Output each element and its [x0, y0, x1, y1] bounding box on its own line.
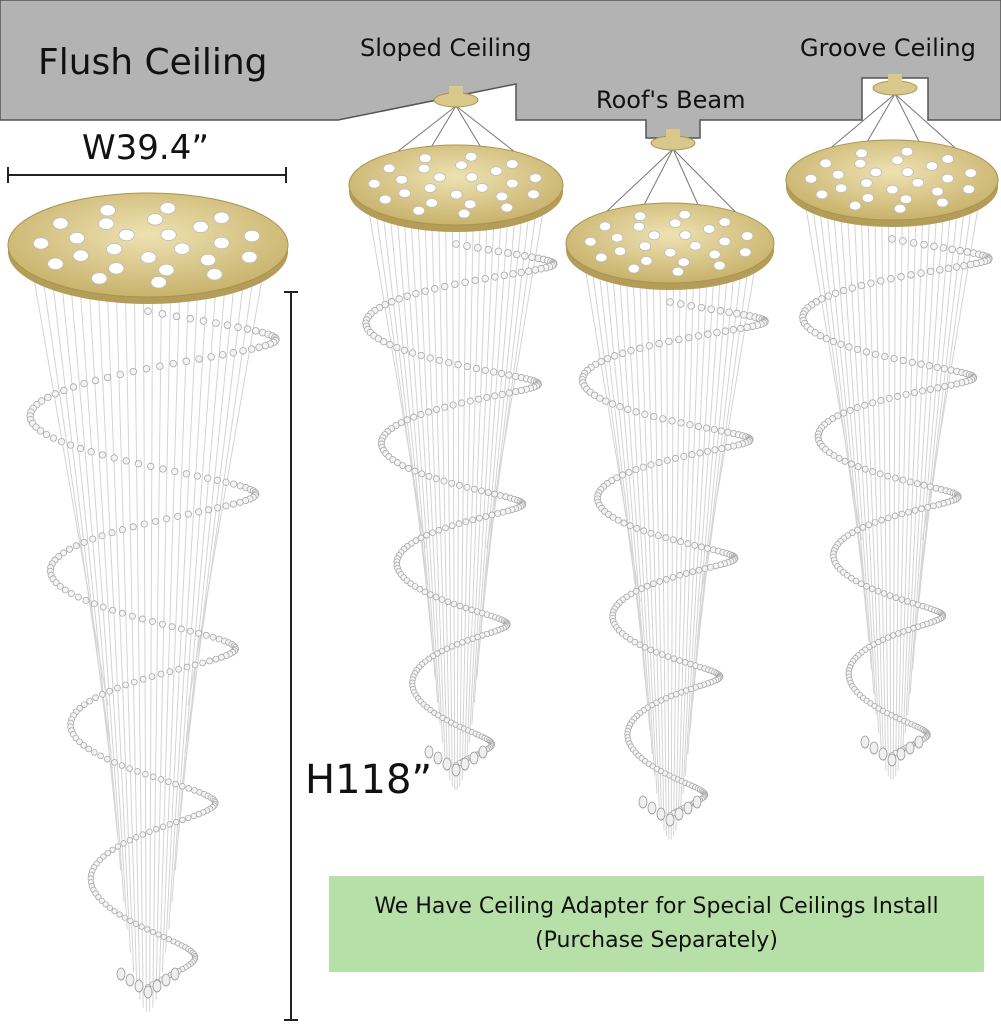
flush-mount-chandelier [7, 192, 289, 1012]
sloped-ceiling-label: Sloped Ceiling [360, 34, 532, 62]
width-dimension-label: W39.4” [82, 128, 209, 168]
height-dimension-line [284, 291, 298, 1021]
adapter-note-line-2: (Purchase Separately) [535, 928, 778, 953]
groove-ceiling-label: Groove Ceiling [800, 34, 976, 62]
adapter-note-line-1: We Have Ceiling Adapter for Special Ceil… [374, 894, 939, 919]
height-dimension-label: H118” [305, 757, 433, 803]
sloped-ceiling-chandelier [348, 86, 564, 790]
beam-ceiling-chandelier [565, 129, 775, 840]
width-dimension-line [7, 167, 287, 183]
adapter-note: We Have Ceiling Adapter for Special Ceil… [329, 876, 984, 972]
ceiling-profile [0, 0, 1001, 139]
roofs-beam-label: Roof's Beam [596, 86, 746, 114]
groove-ceiling-chandelier [785, 74, 999, 780]
flush-ceiling-label: Flush Ceiling [38, 42, 268, 83]
